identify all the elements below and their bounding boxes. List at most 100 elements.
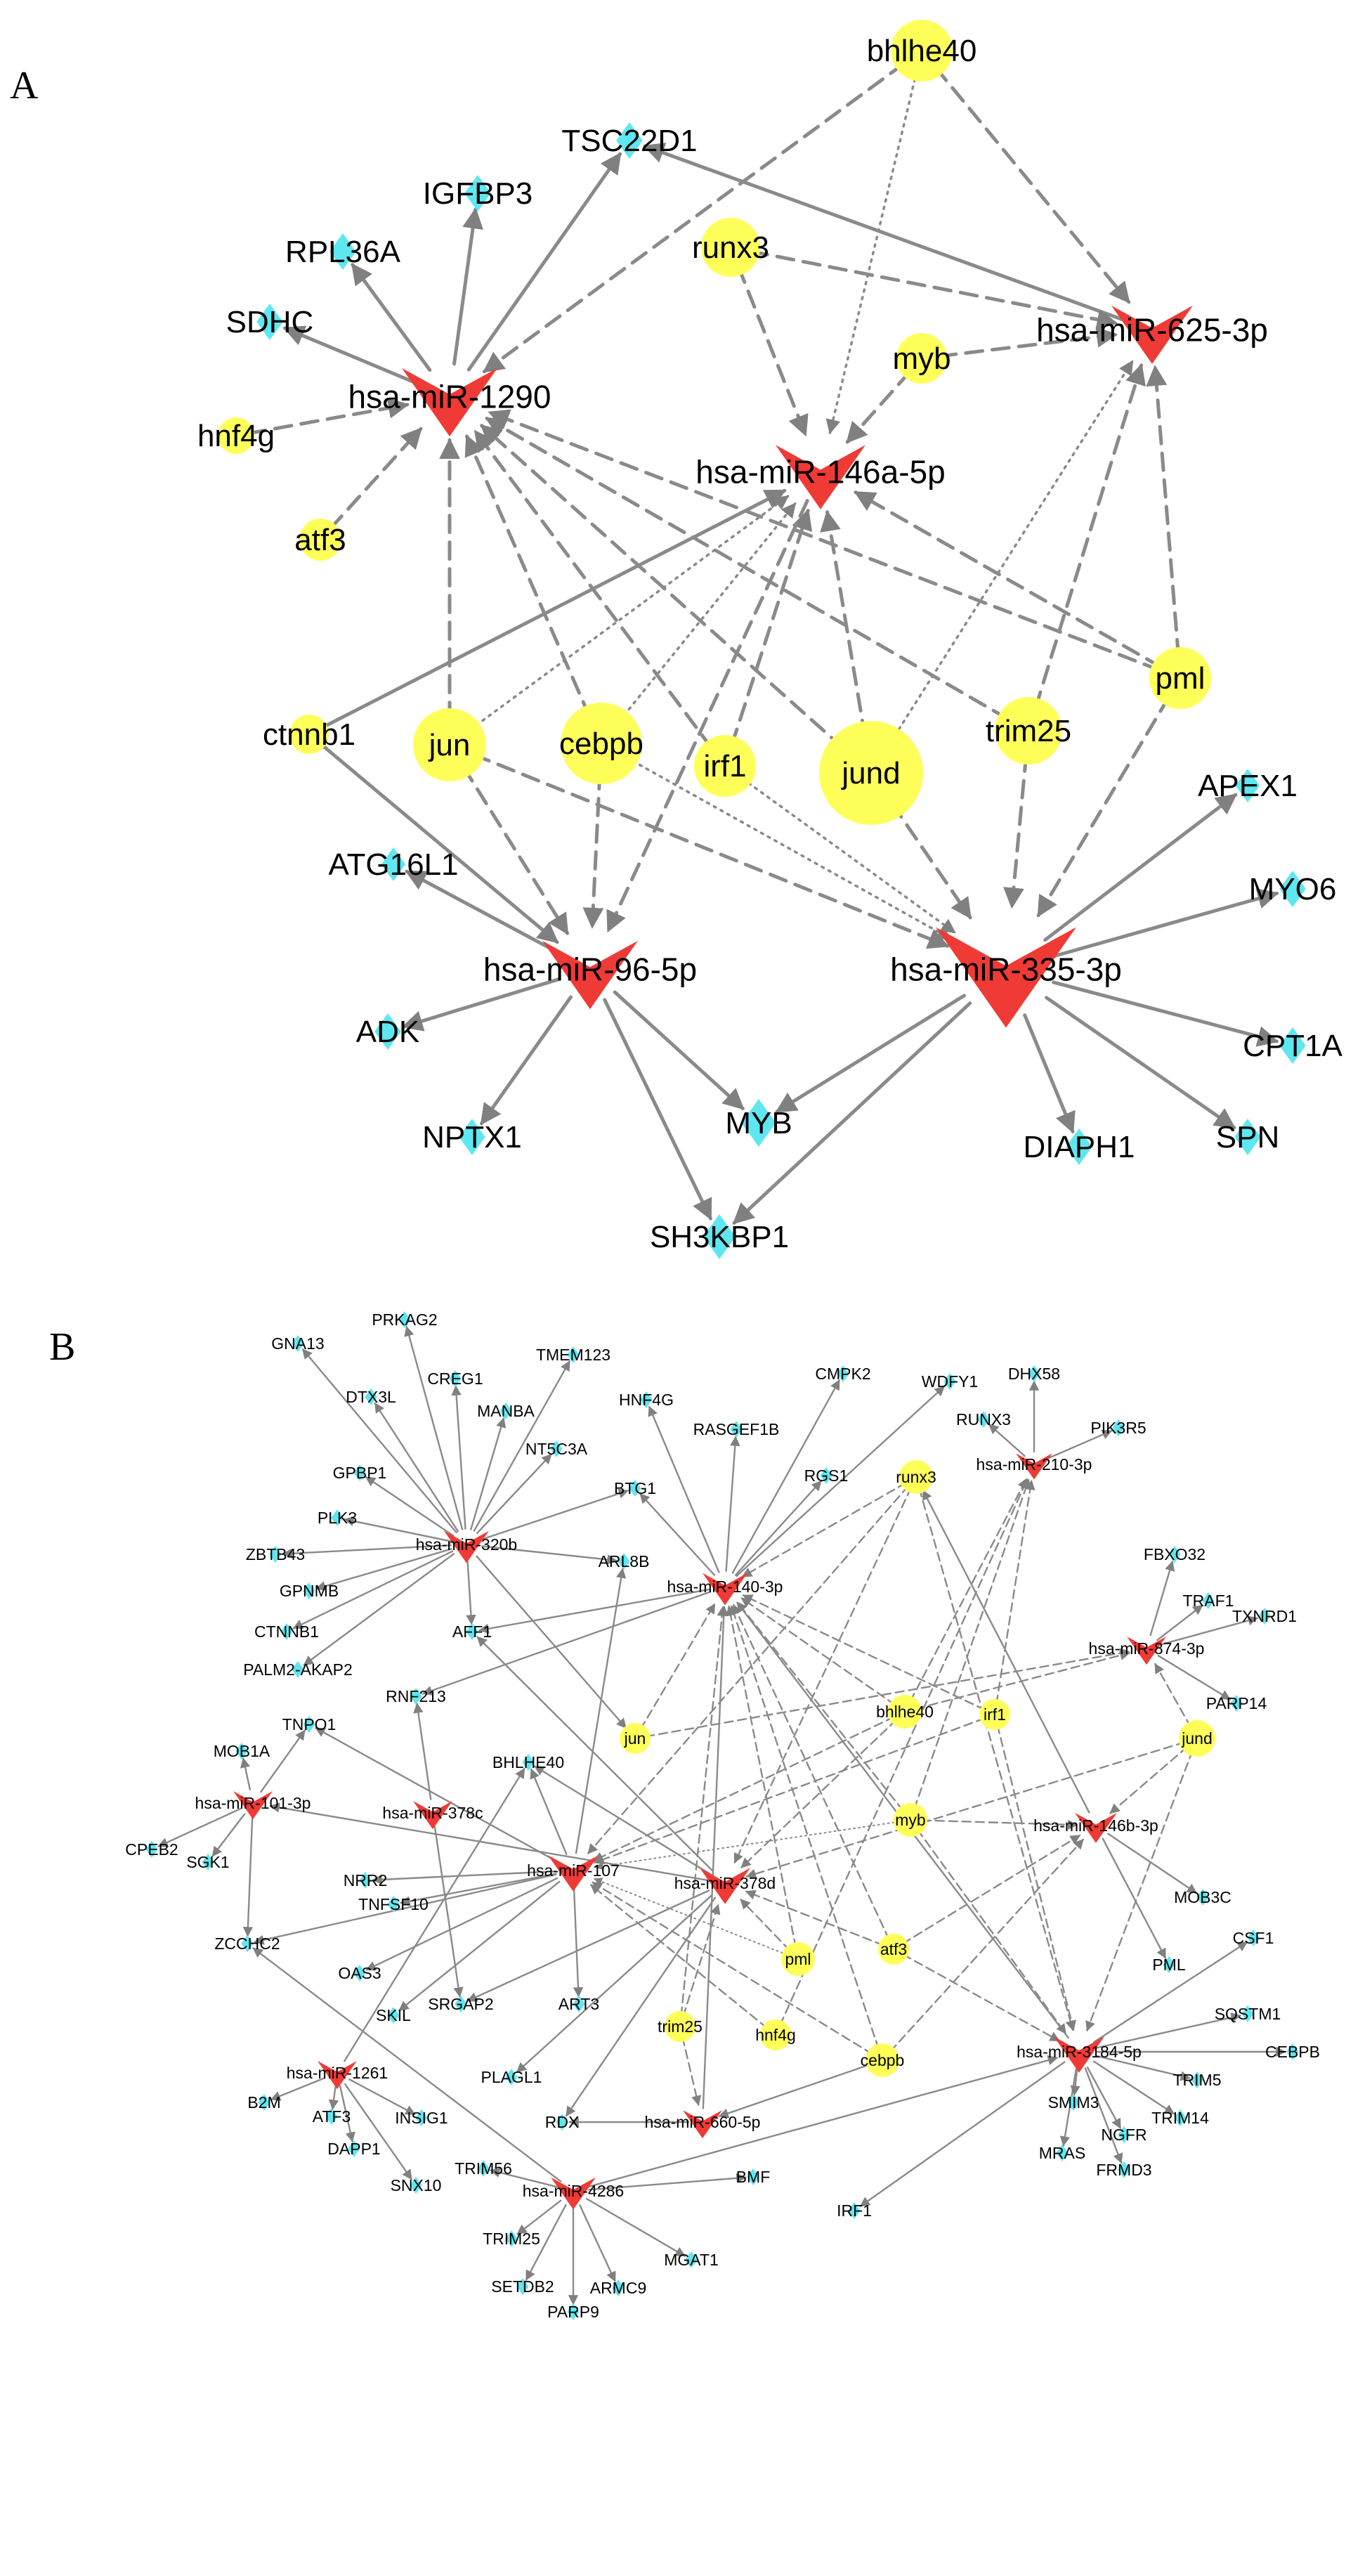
node-sgk1[interactable]: SGK1 <box>186 1853 229 1871</box>
node-hsa-mir-335-3p[interactable]: hsa-miR-335-3p <box>890 927 1122 1028</box>
node-hsa-mir-107[interactable]: hsa-miR-107 <box>527 1855 620 1892</box>
node-hsa-mir-1290[interactable]: hsa-miR-1290 <box>348 367 551 437</box>
node-hnf4g[interactable]: HNF4G <box>619 1391 674 1409</box>
node-tsc22d1[interactable]: TSC22D1 <box>561 122 698 159</box>
node-wdfy1[interactable]: WDFY1 <box>922 1372 979 1391</box>
node-atf3[interactable]: atf3 <box>878 1934 909 1965</box>
node-apex1[interactable]: APEX1 <box>1198 769 1298 803</box>
node-runx3[interactable]: runx3 <box>896 1460 936 1494</box>
node-csf1[interactable]: CSF1 <box>1233 1929 1274 1947</box>
node-setdb2[interactable]: SETDB2 <box>491 2277 554 2296</box>
node-atf3[interactable]: ATF3 <box>313 2107 351 2126</box>
node-snx10[interactable]: SNX10 <box>391 2176 442 2194</box>
node-palm2-akap2[interactable]: PALM2-AKAP2 <box>243 1660 353 1679</box>
node-hsa-mir-210-3p[interactable]: hsa-miR-210-3p <box>976 1453 1092 1480</box>
node-jund[interactable]: jund <box>1179 1720 1215 1757</box>
node-rpl36a[interactable]: RPL36A <box>285 233 401 270</box>
node-igfbp3[interactable]: IGFBP3 <box>423 175 533 212</box>
node-bmf[interactable]: BMF <box>736 2168 771 2186</box>
node-cpeb2[interactable]: CPEB2 <box>125 1840 178 1859</box>
node-ngfr[interactable]: NGFR <box>1101 2126 1146 2144</box>
node-hnf4g[interactable]: hnf4g <box>755 2019 796 2050</box>
node-oas3[interactable]: OAS3 <box>338 1964 381 1982</box>
node-trim25[interactable]: trim25 <box>658 2011 703 2042</box>
node-atg16l1[interactable]: ATG16L1 <box>328 847 458 882</box>
node-sdhc[interactable]: SDHC <box>226 304 314 340</box>
node-atf3[interactable]: atf3 <box>294 519 346 561</box>
node-hsa-mir-1261[interactable]: hsa-miR-1261 <box>287 2061 388 2090</box>
node-trim56[interactable]: TRIM56 <box>455 2159 512 2178</box>
node-mras[interactable]: MRAS <box>1039 2144 1085 2162</box>
node-runx3[interactable]: runx3 <box>692 218 769 277</box>
node-cpt1a[interactable]: CPT1A <box>1243 1027 1343 1064</box>
node-tnfsf10[interactable]: TNFSF10 <box>358 1895 429 1913</box>
node-arl8b[interactable]: ARL8B <box>599 1552 650 1570</box>
node-bhlhe40[interactable]: bhlhe40 <box>867 20 977 82</box>
node-dhx58[interactable]: DHX58 <box>1008 1365 1060 1383</box>
node-hsa-mir-378d[interactable]: hsa-miR-378d <box>674 1868 776 1904</box>
node-parp14[interactable]: PARP14 <box>1206 1694 1267 1712</box>
node-skil[interactable]: SKIL <box>376 2006 411 2024</box>
node-zcchc2[interactable]: ZCCHC2 <box>214 1934 280 1953</box>
node-hsa-mir-3184-5p[interactable]: hsa-miR-3184-5p <box>1017 2036 1142 2073</box>
node-myo6[interactable]: MYO6 <box>1249 871 1337 907</box>
node-bhlhe40[interactable]: bhlhe40 <box>876 1695 934 1729</box>
node-tmem123[interactable]: TMEM123 <box>536 1346 610 1364</box>
node-mob1a[interactable]: MOB1A <box>214 1742 270 1760</box>
node-armc9[interactable]: ARMC9 <box>590 2279 647 2297</box>
node-cebpb[interactable]: cebpb <box>861 2043 905 2077</box>
node-parp9[interactable]: PARP9 <box>547 2303 599 2321</box>
node-cebpb[interactable]: CEBPB <box>1265 2043 1320 2061</box>
node-manba[interactable]: MANBA <box>477 1402 535 1420</box>
node-adk[interactable]: ADK <box>356 1013 419 1050</box>
node-zbtb43[interactable]: ZBTB43 <box>246 1545 305 1563</box>
node-jun[interactable]: jun <box>620 1723 651 1754</box>
node-ctnnb1[interactable]: ctnnb1 <box>263 715 355 754</box>
node-jun[interactable]: jun <box>413 708 486 781</box>
node-hsa-mir-4286[interactable]: hsa-miR-4286 <box>523 2177 624 2210</box>
node-hsa-mir-101-3p[interactable]: hsa-miR-101-3p <box>195 1791 311 1820</box>
node-bhlhe40[interactable]: BHLHE40 <box>492 1753 564 1771</box>
node-pml[interactable]: PML <box>1152 1956 1186 1974</box>
node-creg1[interactable]: CREG1 <box>427 1370 483 1388</box>
node-myb[interactable]: MYB <box>725 1099 792 1147</box>
node-hnf4g[interactable]: hnf4g <box>197 417 275 454</box>
node-insig1[interactable]: INSIG1 <box>395 2109 447 2127</box>
node-rdx[interactable]: RDX <box>545 2113 580 2131</box>
node-cmpk2[interactable]: CMPK2 <box>815 1365 870 1383</box>
node-rgs1[interactable]: RGS1 <box>804 1466 849 1485</box>
node-prkag2[interactable]: PRKAG2 <box>372 1310 437 1329</box>
node-hsa-mir-146a-5p[interactable]: hsa-miR-146a-5p <box>695 445 946 509</box>
node-trim14[interactable]: TRIM14 <box>1151 2109 1209 2127</box>
node-srgap2[interactable]: SRGAP2 <box>428 1995 493 2013</box>
node-aff1[interactable]: AFF1 <box>452 1622 492 1641</box>
node-traf1[interactable]: TRAF1 <box>1183 1592 1234 1610</box>
node-trim5[interactable]: TRIM5 <box>1173 2071 1222 2089</box>
node-hsa-mir-660-5p[interactable]: hsa-miR-660-5p <box>645 2110 761 2139</box>
node-rnf213[interactable]: RNF213 <box>386 1687 446 1705</box>
node-gna13[interactable]: GNA13 <box>271 1334 324 1353</box>
node-smim3[interactable]: SMIM3 <box>1048 2093 1099 2112</box>
node-txnrd1[interactable]: TXNRD1 <box>1232 1607 1297 1625</box>
node-plk3[interactable]: PLK3 <box>318 1509 357 1527</box>
node-art3[interactable]: ART3 <box>558 1995 599 2013</box>
node-hsa-mir-874-3p[interactable]: hsa-miR-874-3p <box>1089 1637 1205 1665</box>
node-hsa-mir-146b-3p[interactable]: hsa-miR-146b-3p <box>1033 1812 1158 1843</box>
node-myb[interactable]: myb <box>892 333 951 384</box>
node-nptx1[interactable]: NPTX1 <box>422 1119 522 1155</box>
node-pik3r5[interactable]: PIK3R5 <box>1090 1419 1146 1437</box>
node-diaph1[interactable]: DIAPH1 <box>1024 1128 1135 1165</box>
node-fbxo32[interactable]: FBXO32 <box>1144 1545 1206 1563</box>
node-nrr2[interactable]: NRR2 <box>344 1871 388 1889</box>
node-trim25[interactable]: trim25 <box>986 697 1071 765</box>
node-dtx3l[interactable]: DTX3L <box>346 1388 396 1406</box>
node-hsa-mir-140-3p[interactable]: hsa-miR-140-3p <box>667 1573 783 1606</box>
node-plagl1[interactable]: PLAGL1 <box>481 2068 542 2086</box>
node-hsa-mir-96-5p[interactable]: hsa-miR-96-5p <box>483 940 697 1010</box>
node-runx3[interactable]: RUNX3 <box>956 1410 1011 1429</box>
node-frmd3[interactable]: FRMD3 <box>1096 2161 1151 2179</box>
node-ctnnb1[interactable]: CTNNB1 <box>254 1622 319 1641</box>
node-spn[interactable]: SPN <box>1216 1119 1279 1155</box>
node-dapp1[interactable]: DAPP1 <box>327 2140 380 2158</box>
node-pml[interactable]: pml <box>1149 647 1211 709</box>
